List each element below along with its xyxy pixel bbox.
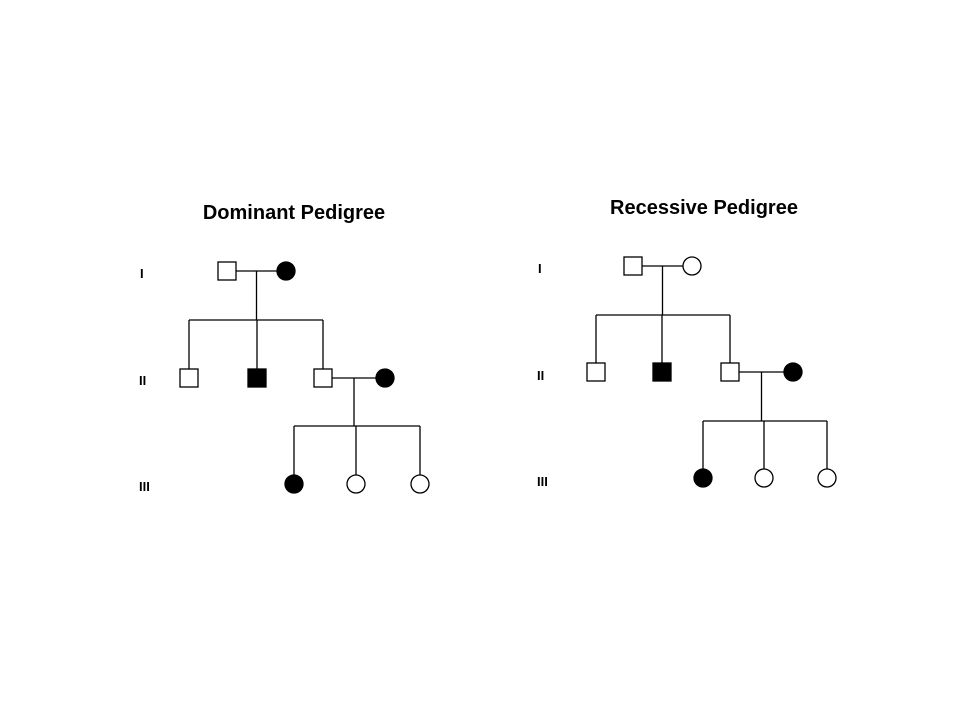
dominant-unaffected-female-iii-3 (410, 474, 430, 494)
generation-label-iii: III (139, 479, 150, 494)
generation-label-ii: II (139, 373, 146, 388)
recessive-unaffected-male-ii-3 (720, 362, 740, 382)
recessive-affected-male-ii-2 (652, 362, 672, 382)
dominant-unaffected-male-ii-1 (179, 368, 199, 388)
generation-label-ii: II (537, 368, 544, 383)
recessive-affected-female-iii-1 (693, 468, 713, 488)
recessive-pedigree-individuals (586, 256, 837, 488)
recessive-unaffected-male-i-1 (623, 256, 643, 276)
dominant-pedigree: Dominant Pedigree I II III (139, 202, 430, 494)
recessive-unaffected-female-iii-2 (754, 468, 774, 488)
dominant-pedigree-individuals (179, 261, 430, 494)
dominant-affected-male-ii-2 (247, 368, 267, 388)
generation-label-i: I (538, 261, 542, 276)
dominant-affected-female-iii-1 (284, 474, 304, 494)
recessive-unaffected-female-iii-3 (817, 468, 837, 488)
dominant-pedigree-lines (188, 270, 421, 475)
recessive-pedigree-title: Recessive Pedigree (610, 197, 798, 219)
recessive-pedigree-lines (595, 265, 828, 469)
recessive-unaffected-male-ii-1 (586, 362, 606, 382)
recessive-affected-female-ii-4 (783, 362, 803, 382)
recessive-pedigree: Recessive Pedigree I II III (537, 197, 837, 489)
dominant-affected-female-i-2 (276, 261, 296, 281)
generation-label-iii: III (537, 474, 548, 489)
dominant-pedigree-title: Dominant Pedigree (203, 202, 385, 224)
dominant-unaffected-male-i-1 (217, 261, 237, 281)
generation-label-i: I (140, 266, 144, 281)
dominant-unaffected-female-iii-2 (346, 474, 366, 494)
dominant-affected-female-ii-4 (375, 368, 395, 388)
dominant-unaffected-male-ii-3 (313, 368, 333, 388)
recessive-unaffected-female-i-2 (682, 256, 702, 276)
